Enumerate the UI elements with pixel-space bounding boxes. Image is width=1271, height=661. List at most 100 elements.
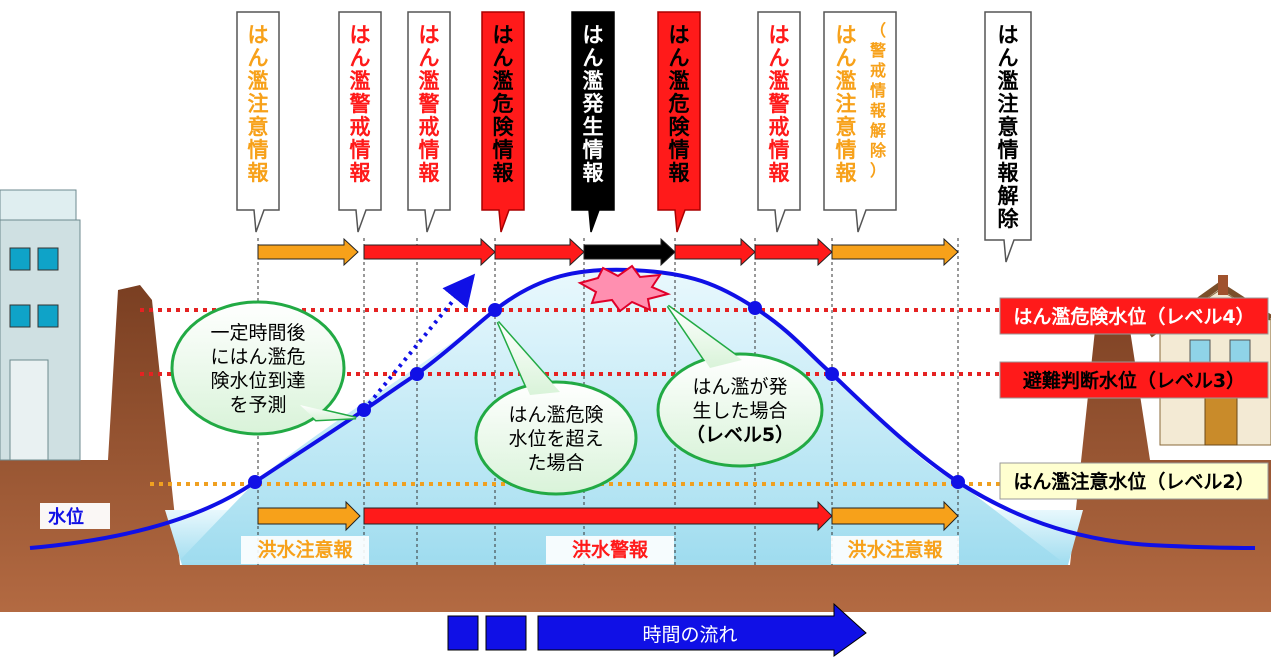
info-timeline-arrows	[257, 237, 959, 267]
callout-char: 報	[836, 161, 858, 185]
callout-char: 濫	[248, 69, 269, 93]
flood-warning-arrow	[363, 500, 833, 532]
curve-point	[488, 303, 502, 317]
callout-char: 解	[998, 184, 1019, 208]
evacuation-level-label-text: 避難判断水位（レベル3）	[1023, 369, 1245, 392]
callout-char: ん	[836, 46, 857, 70]
callout-sub-char: 戒	[870, 61, 886, 80]
flood-caution-arrow	[257, 500, 361, 532]
callout-char: ん	[669, 46, 690, 70]
callout-char: は	[583, 23, 604, 47]
flood-burst-icon	[577, 264, 672, 313]
warning-timeline-arrows: 洪水注意報洪水警報洪水注意報	[241, 500, 959, 564]
evacuation-level-label: 避難判断水位（レベル3）	[999, 361, 1269, 399]
level-labels: はん濫危険水位（レベル4） 避難判断水位（レベル3） はん濫注意水位（レベル2）	[999, 297, 1269, 500]
callout-char: 意	[248, 115, 269, 139]
callout-char: 濫	[583, 69, 604, 93]
callout-char: は	[769, 23, 790, 47]
callout-char: 濫	[998, 69, 1019, 93]
callout-char: 報	[669, 161, 691, 185]
callout-char: 報	[248, 161, 270, 185]
callout-char: は	[248, 23, 269, 47]
callout-char: 戒	[350, 115, 371, 139]
time-flow-label: 時間の流れ	[642, 624, 737, 646]
callout-group: はん濫注意情報はん濫警戒情報はん濫警戒情報はん濫危険情報はん濫発生情報はん濫危険…	[236, 11, 1032, 263]
callout-char: 情	[998, 138, 1019, 162]
callout-char: 濫	[836, 69, 857, 93]
curve-point	[748, 301, 762, 315]
callout-char: 戒	[419, 115, 440, 139]
predict-bubble-line: 一定時間後	[210, 322, 305, 344]
callout-char: 情	[419, 138, 440, 162]
callout-char: 情	[583, 138, 604, 162]
callout-char: ん	[419, 46, 440, 70]
curve-points	[248, 301, 965, 489]
callout-char: 意	[998, 115, 1019, 139]
flood-caution-label: 洪水注意報	[847, 538, 943, 561]
callout-char: 危	[669, 92, 690, 116]
callout-char: 濫	[419, 69, 440, 93]
predict-bubble-line: を予測	[229, 394, 286, 416]
caution-info-arrow	[831, 237, 959, 267]
water-level-label: 水位	[48, 506, 84, 528]
ground	[0, 285, 1271, 612]
flood-bubble-line: はん濫が発	[692, 376, 787, 398]
exceed-bubble-line: た場合	[527, 452, 584, 474]
callout-char: 生	[583, 115, 604, 139]
callout-char: 情	[836, 138, 857, 162]
callout-char: 情	[350, 138, 371, 162]
caution-level-label: はん濫注意水位（レベル2）	[999, 462, 1269, 500]
callout-char: ん	[350, 46, 371, 70]
predict-bubble-line: にはん濫危	[210, 346, 305, 368]
callout-char: は	[493, 23, 514, 47]
callout-char: 情	[669, 138, 690, 162]
callout-char: ん	[583, 46, 604, 70]
warning-info-arrow	[754, 237, 833, 267]
callout-char: は	[998, 23, 1019, 47]
left-building	[0, 189, 81, 461]
callout-char: 注	[836, 92, 857, 116]
time-flow-arrow: 時間の流れ	[447, 602, 867, 657]
warning-info-arrow	[363, 237, 496, 267]
callout-sub-char: 解	[870, 121, 886, 140]
curve-point	[248, 475, 262, 489]
curve-point	[951, 475, 965, 489]
callout-char: 警	[768, 92, 790, 116]
callout-char: 報	[350, 161, 372, 185]
callout-char: 報	[419, 161, 441, 185]
danger-level-label-text: はん濫危険水位（レベル4）	[1013, 305, 1254, 328]
callout-char: 注	[248, 92, 269, 116]
callout-char: ん	[493, 46, 514, 70]
callout-char: 濫	[669, 69, 690, 93]
callout-char: 意	[836, 115, 857, 139]
prediction-arrow	[362, 273, 476, 412]
callout-char: 情	[248, 138, 269, 162]
flood-caution-label: 洪水注意報	[257, 538, 353, 561]
flood-bubble-line: （レベル5）	[686, 423, 794, 446]
curve-point	[410, 367, 424, 381]
callout-sub-char: （	[870, 21, 886, 40]
callout-char: 警	[349, 92, 371, 116]
occurrence-info-arrow	[583, 237, 676, 267]
callout-char: 報	[493, 161, 515, 185]
callout-char: は	[669, 23, 690, 47]
caution-info-arrow	[257, 237, 359, 267]
callout-char: は	[419, 23, 440, 47]
curve-point	[357, 403, 371, 417]
curve-point	[825, 367, 839, 381]
bubble-group: 一定時間後にはん濫危険水位到達を予測はん濫危険水位を超えた場合はん濫が発生した場…	[170, 300, 824, 496]
callout-char: 報	[583, 161, 605, 185]
callout-char: 除	[998, 207, 1020, 231]
callout-char: 戒	[769, 115, 790, 139]
callout-sub-char: 報	[870, 101, 887, 120]
